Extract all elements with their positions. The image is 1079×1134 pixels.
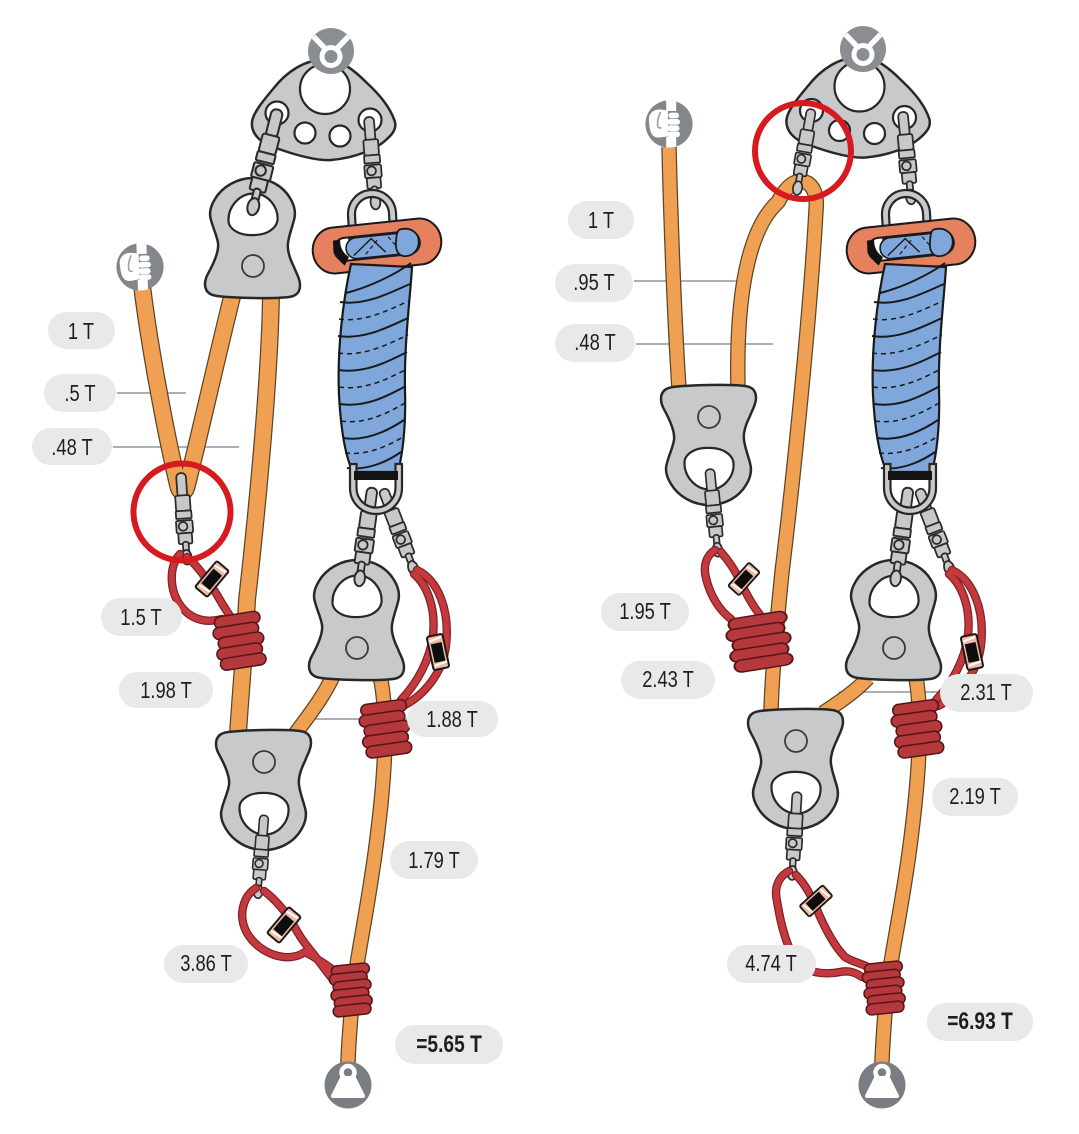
svg-text:=6.93 T: =6.93 T (947, 1007, 1013, 1035)
svg-text:2.19 T: 2.19 T (949, 784, 1001, 810)
svg-text:.5 T: .5 T (64, 381, 95, 407)
svg-text:4.74 T: 4.74 T (745, 951, 797, 977)
svg-text:.48 T: .48 T (574, 330, 616, 356)
svg-text:3.86 T: 3.86 T (180, 951, 232, 977)
svg-text:1 T: 1 T (68, 319, 94, 345)
svg-text:=5.65 T: =5.65 T (416, 1030, 482, 1058)
svg-text:1.79 T: 1.79 T (408, 848, 460, 874)
svg-text:1.98 T: 1.98 T (140, 678, 192, 704)
svg-text:.48 T: .48 T (51, 435, 93, 461)
svg-text:.95 T: .95 T (573, 270, 615, 296)
svg-text:2.43 T: 2.43 T (642, 667, 694, 693)
svg-text:1.88 T: 1.88 T (426, 707, 478, 733)
svg-text:2.31 T: 2.31 T (960, 680, 1012, 706)
svg-text:1 T: 1 T (588, 208, 614, 234)
svg-text:1.95 T: 1.95 T (619, 599, 671, 625)
svg-text:1.5 T: 1.5 T (120, 605, 162, 631)
